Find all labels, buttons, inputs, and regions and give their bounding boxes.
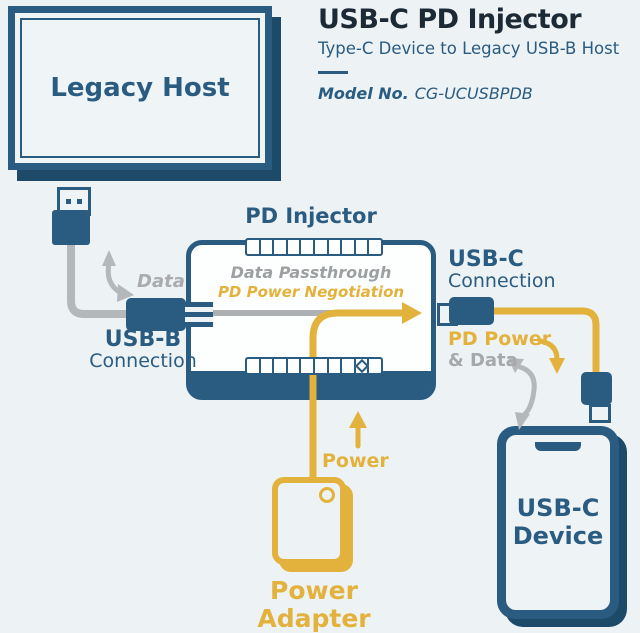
- data-arrow-up-head: [102, 250, 116, 266]
- page-subtitle: Type-C Device to Legacy USB-B Host: [318, 39, 620, 59]
- page-title: USB-C PD Injector: [318, 4, 582, 35]
- usb-a-connector-body: [52, 210, 90, 245]
- phone-notch: [535, 442, 581, 451]
- usb-c-device-plug-tip-icon: [589, 404, 611, 423]
- diamond-pin-icon: [354, 358, 369, 374]
- usb-b-connector-teeth: [185, 302, 213, 327]
- model-number-label: Model No.: [318, 83, 409, 103]
- pd-power-arrowhead: [549, 358, 565, 374]
- usb-c-connection-label: USB-C Connection: [448, 247, 556, 293]
- adapter-led-icon: [319, 487, 335, 503]
- usb-a-pin: [66, 199, 71, 204]
- usb-c-connector-icon: [449, 297, 494, 325]
- pd-power-data-label: PD Power & Data: [448, 328, 552, 371]
- legacy-host-monitor: Legacy Host: [8, 6, 272, 170]
- usb-b-connector-icon: [126, 298, 186, 331]
- divider: [318, 71, 348, 74]
- power-flow-label: Power: [322, 450, 389, 472]
- pd-injector-title: PD Injector: [245, 204, 377, 228]
- power-up-arrowhead: [349, 411, 367, 428]
- model-number-value: CG-UCUSBPDB: [414, 83, 533, 103]
- usb-a-pin: [77, 199, 82, 204]
- header: USB-C PD Injector Type-C Device to Legac…: [318, 4, 636, 103]
- power-adapter-icon: [272, 477, 346, 565]
- usb-c-device-label: USB-C Device: [512, 493, 604, 550]
- injector-top-port: [245, 238, 383, 256]
- injector-bottom-port: [245, 357, 383, 375]
- usb-c-device-phone: USB-C Device: [497, 426, 619, 619]
- pd-power-negotiation-label: PD Power Negotiation: [217, 283, 405, 301]
- usb-b-connection-label: USB-B Connection: [89, 327, 197, 373]
- data-passthrough-label: Data Passthrough: [230, 263, 392, 282]
- legacy-host-label: Legacy Host: [50, 73, 230, 103]
- gray-data-cable: [67, 236, 132, 318]
- data-flow-label: Data: [137, 271, 185, 292]
- usb-c-data-arrow-up-head: [508, 358, 524, 373]
- usb-c-data-arrows-icon: [517, 364, 537, 418]
- yellow-usb-c-cable: [490, 307, 600, 375]
- usb-c-device-connector-icon: [581, 372, 612, 405]
- power-adapter-label: Power Adapter: [257, 576, 371, 633]
- power-path: [309, 309, 406, 481]
- usb-c-data-arrow-down-head: [515, 412, 530, 430]
- power-path-arrowhead: [402, 302, 422, 324]
- data-arrow-right-head: [117, 284, 134, 302]
- phone-screen: USB-C Device: [504, 433, 612, 612]
- pd-power-arrow-icon: [537, 338, 560, 362]
- monitor-screen: Legacy Host: [20, 18, 260, 158]
- model-number: Model No.CG-UCUSBPDB: [318, 84, 636, 103]
